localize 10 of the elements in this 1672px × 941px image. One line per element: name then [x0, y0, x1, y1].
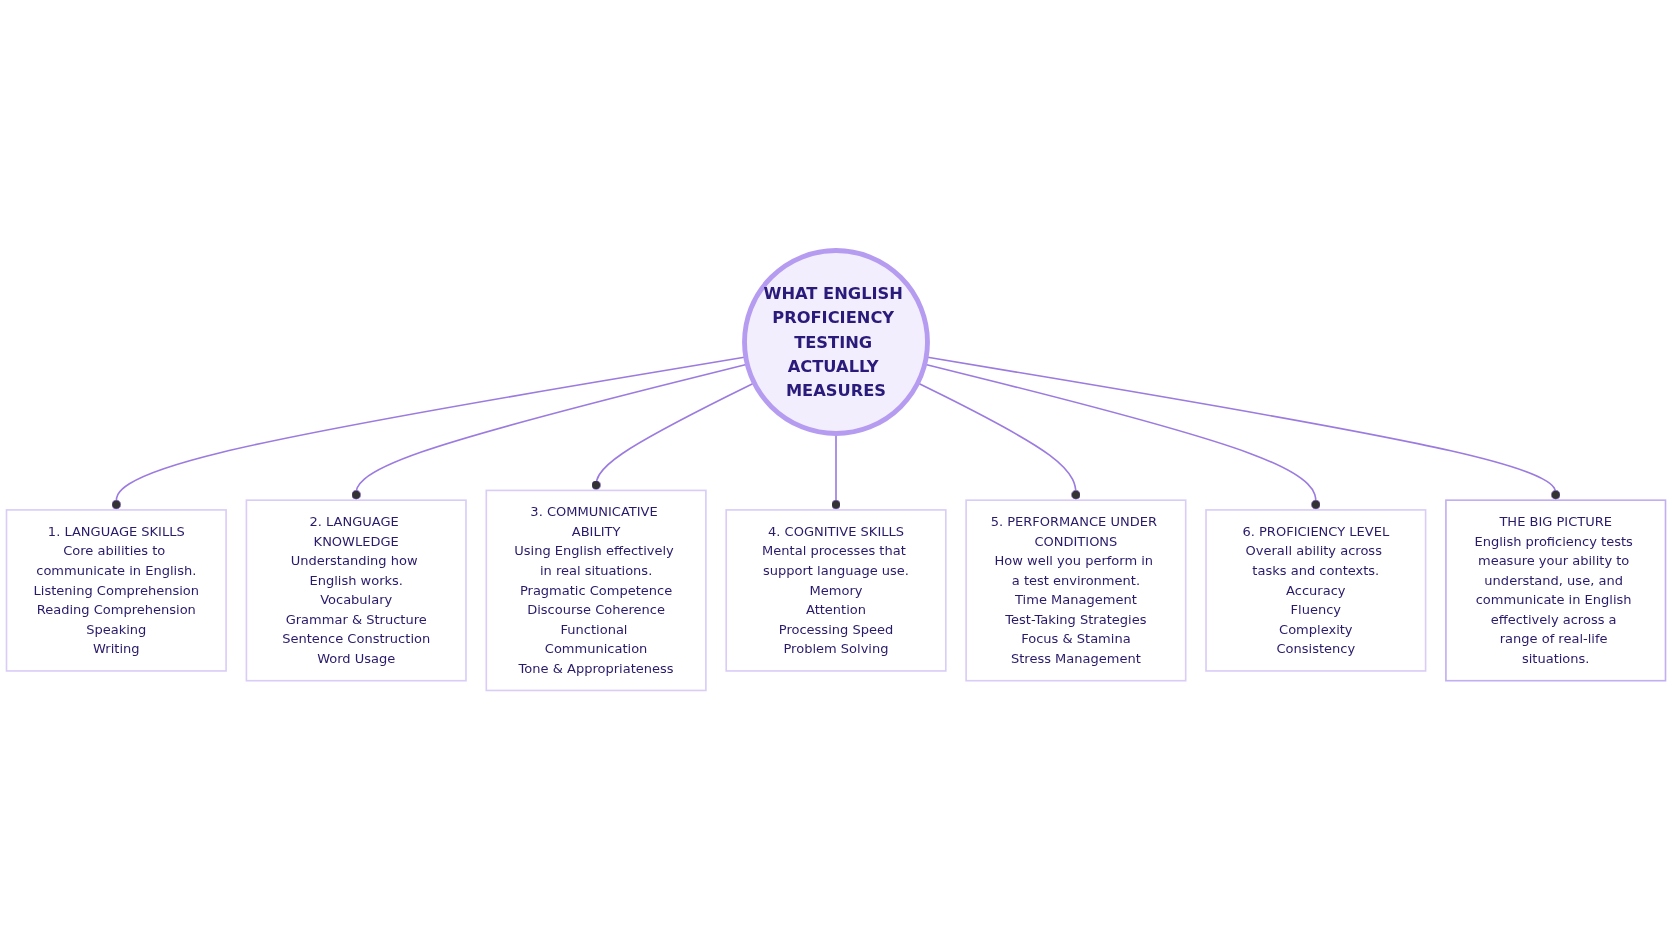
node-box: 5. PERFORMANCE UNDER CONDITIONS How well you perform in a test environment. Time Management Test-Taking Strategies Focus & Stamina Stress Management — [965, 499, 1187, 682]
node-circle: WHAT ENGLISH PROFICIENCY TESTING ACTUALLY MEASURES — [742, 248, 930, 436]
connector — [917, 382, 1081, 501]
node-box: 6. PROFICIENCY LEVEL Overall ability across tasks and contexts. Accuracy Fluency Complexity Consistency — [1205, 509, 1427, 672]
node-box: 3. COMMUNICATIVE ABILITY Using English effectively in real situations. Pragmatic Competence Discourse Coherence Functional Communication Tone & Appropriateness — [485, 489, 707, 692]
node-box: 1. LANGUAGE SKILLS Core abilities to communicate in English. Listening Comprehension Reading Comprehension Speaking Writing — [5, 509, 227, 672]
node-box: 4. COGNITIVE SKILLS Mental processes that support language use. Memory Attention Processing Speed Problem Solving — [725, 509, 947, 672]
node-box: 2. LANGUAGE KNOWLEDGE Understanding how English works. Vocabulary Grammar & Structure Sentence Construction Word Usage — [245, 499, 467, 682]
node-box: THE BIG PICTURE English proficiency tests measure your ability to understand, use, and communicate in English effectively across a range of real-life situations. — [1445, 499, 1667, 682]
connector — [111, 356, 747, 511]
